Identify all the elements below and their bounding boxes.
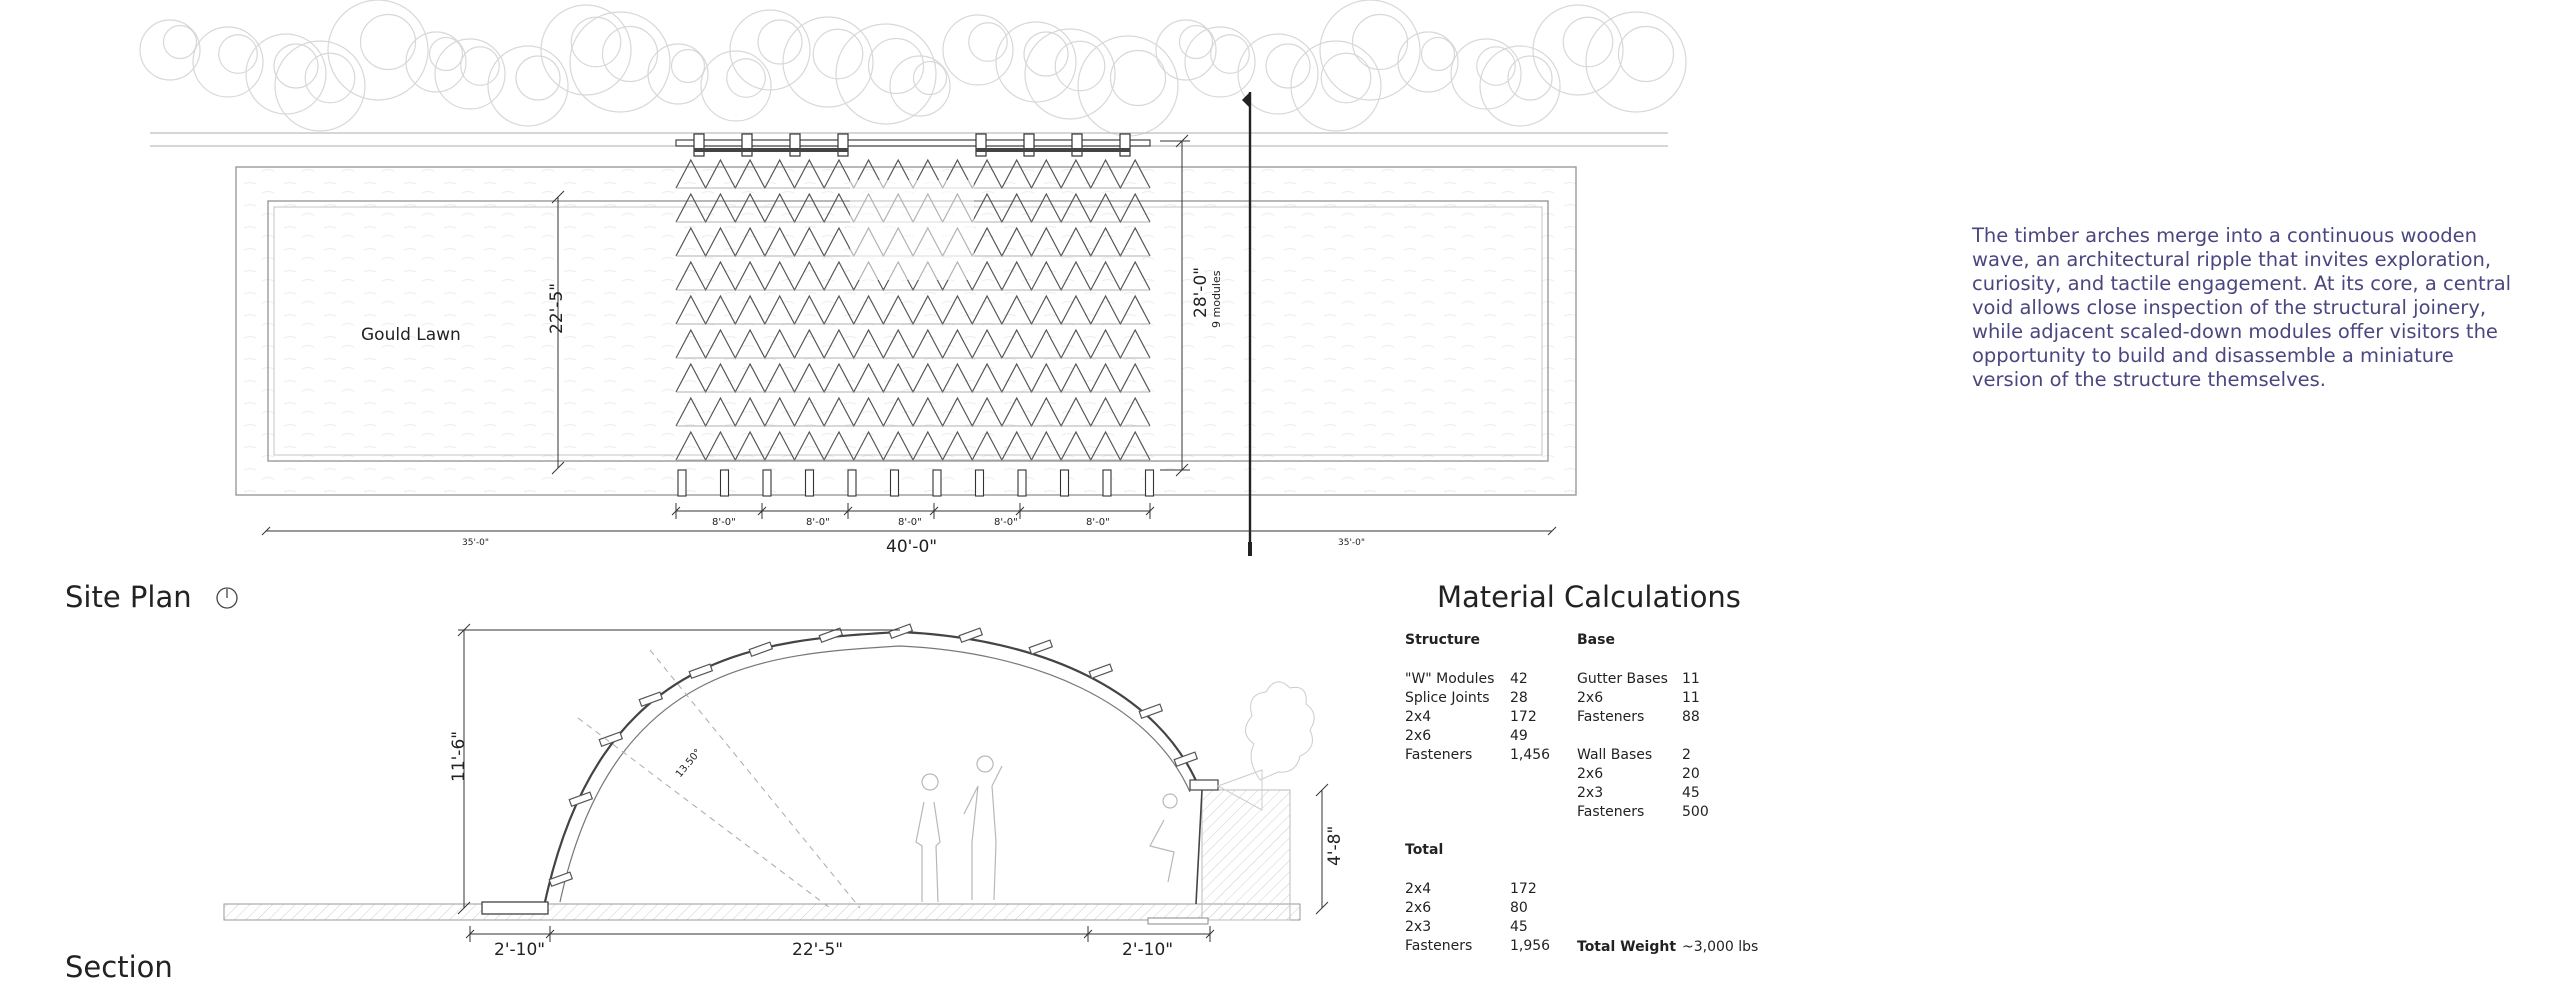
material-row: 2x6 11: [1577, 689, 1762, 708]
material-row: Splice Joints 28: [1405, 689, 1590, 708]
material-value: 28: [1510, 690, 1528, 706]
section-right-base-label: 2'-10": [1122, 940, 1173, 960]
north-arrow-icon: [216, 587, 238, 609]
dim-lawn-depth: [551, 190, 565, 475]
dim-overall-length-label: 28'-0": [1191, 267, 1211, 318]
material-value: 49: [1510, 728, 1528, 744]
dim-total-width-label: 40'-0": [886, 537, 937, 557]
section-cut-marker: [1242, 92, 1252, 556]
total-weight-value: ~3,000 lbs: [1682, 939, 1759, 955]
dim-overall-length: [1160, 134, 1190, 477]
structure-heading: Structure: [1405, 632, 1481, 648]
module-width-label: 8'-0": [806, 517, 830, 528]
material-value: 172: [1510, 881, 1537, 897]
material-row: 2x6 49: [1405, 727, 1590, 746]
dim-lawn-depth-label: 22'-5": [547, 283, 567, 334]
project-description: The timber arches merge into a continuou…: [1972, 224, 2512, 391]
material-row: 2x3 45: [1405, 918, 1590, 937]
material-value: 88: [1682, 709, 1700, 725]
material-value: 45: [1510, 919, 1528, 935]
material-row: 2x6 80: [1405, 899, 1590, 918]
material-label: 2x6: [1577, 690, 1604, 706]
material-label: 2x6: [1405, 900, 1432, 916]
material-label: Fasteners: [1577, 804, 1645, 820]
material-label: Fasteners: [1577, 709, 1645, 725]
material-row: Fasteners 88: [1577, 708, 1762, 727]
section-left-base-label: 2'-10": [494, 940, 545, 960]
dim-side-right-label: 35'-0": [1338, 538, 1365, 548]
material-row: Fasteners 500: [1577, 803, 1762, 822]
material-label: 2x4: [1405, 709, 1432, 725]
material-row: Gutter Bases 11: [1577, 670, 1762, 689]
material-label: Fasteners: [1405, 747, 1473, 763]
material-value: 1,956: [1510, 938, 1551, 954]
material-row: 2x6 20: [1577, 765, 1762, 784]
dim-bottom-chain: [261, 503, 1557, 536]
material-label: Gutter Bases: [1577, 671, 1668, 687]
svg-text:13.50°: 13.50°: [674, 747, 704, 780]
dim-modules-note: 9 modules: [1210, 270, 1223, 328]
material-label: 2x6: [1577, 766, 1604, 782]
section-span-label: 22'-5": [792, 940, 843, 960]
section-height-label: 11'-6": [449, 731, 469, 782]
material-label: 2x3: [1577, 785, 1604, 801]
materials-title: Material Calculations: [1437, 580, 1741, 614]
material-value: 1,456: [1510, 747, 1551, 763]
total-weight: Total Weight ~3,000 lbs: [1577, 939, 1762, 955]
section-wall-height-label: 4'-8": [1325, 826, 1345, 866]
module-width-label: 8'-0": [1086, 517, 1110, 528]
material-value: 80: [1510, 900, 1528, 916]
material-value: 2: [1682, 747, 1691, 763]
material-value: 11: [1682, 671, 1700, 687]
material-label: Splice Joints: [1405, 690, 1490, 706]
total-heading: Total: [1405, 842, 1444, 858]
module-width-label: 8'-0": [994, 517, 1018, 528]
section-drawing: 13.50°: [223, 623, 1345, 960]
section-title: Section: [65, 950, 173, 984]
material-row: 2x4 172: [1405, 708, 1590, 727]
material-value: 500: [1682, 804, 1709, 820]
material-label: Fasteners: [1405, 938, 1473, 954]
material-row: Wall Bases 2: [1577, 746, 1762, 765]
material-label: "W" Modules: [1405, 671, 1495, 687]
material-value: 42: [1510, 671, 1528, 687]
material-label: Wall Bases: [1577, 747, 1653, 763]
lawn-label: Gould Lawn: [361, 325, 461, 345]
material-label: 2x3: [1405, 919, 1432, 935]
material-label: 2x6: [1405, 728, 1432, 744]
module-width-label: 8'-0": [712, 517, 736, 528]
material-value: 45: [1682, 785, 1700, 801]
material-row: Fasteners 1,956: [1405, 937, 1590, 956]
material-row: Fasteners 1,456: [1405, 746, 1590, 765]
material-label: 2x4: [1405, 881, 1432, 897]
module-width-label: 8'-0": [898, 517, 922, 528]
dim-side-left-label: 35'-0": [462, 538, 489, 548]
material-row: "W" Modules 42: [1405, 670, 1590, 689]
material-value: 20: [1682, 766, 1700, 782]
base-heading: Base: [1577, 632, 1615, 648]
total-weight-label: Total Weight: [1577, 939, 1677, 955]
site-plan-title: Site Plan: [65, 580, 192, 614]
material-value: 11: [1682, 690, 1700, 706]
tree-canopy: [139, 0, 1687, 137]
material-value: 172: [1510, 709, 1537, 725]
material-row: 2x3 45: [1577, 784, 1762, 803]
material-row: 2x4 172: [1405, 880, 1590, 899]
pavilion-plan: [675, 133, 1155, 497]
